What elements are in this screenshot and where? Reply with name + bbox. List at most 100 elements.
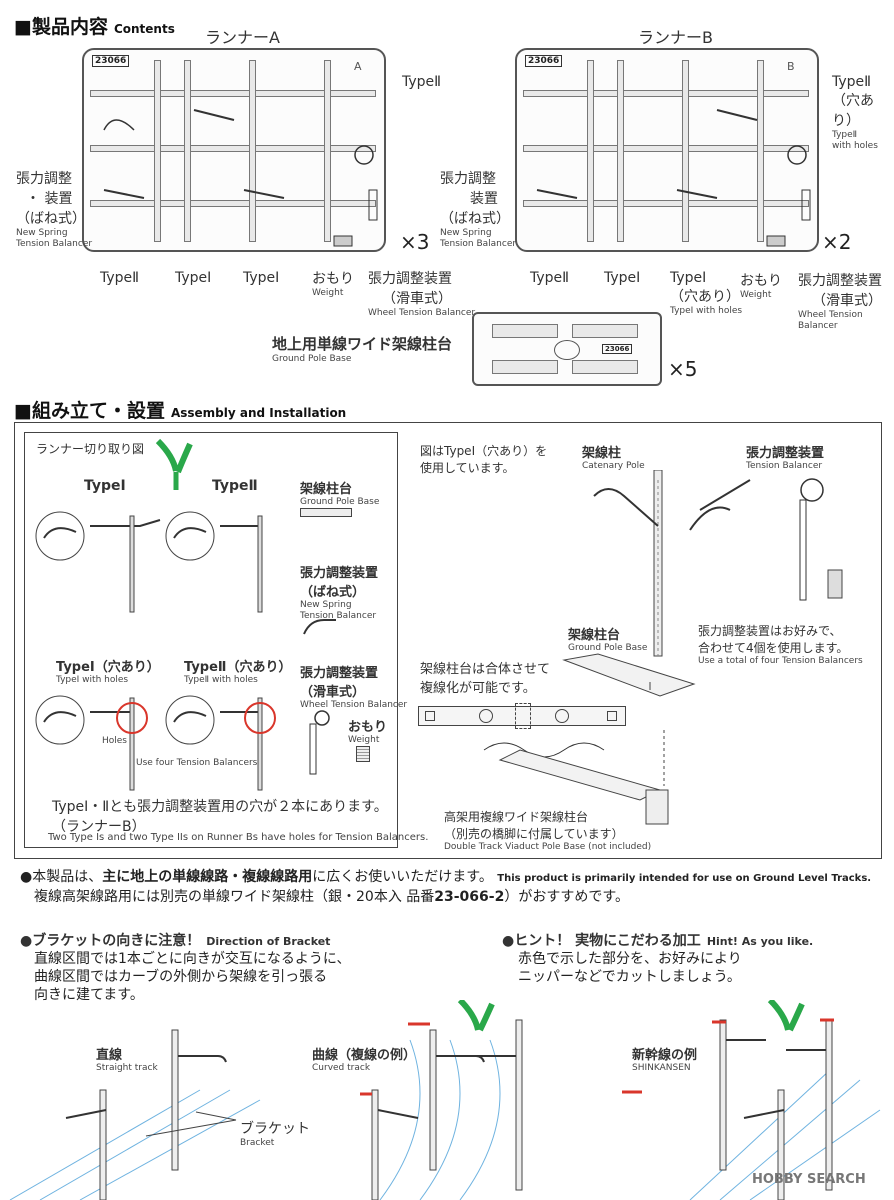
spring-balancer-label-a: 張力調整 ・ 装置 （ばね式） New Spring Tension Balan…: [16, 171, 93, 249]
sprue-bar: [90, 90, 376, 97]
base-part: [492, 324, 558, 338]
combine-note: 架線柱台は合体させて 複線化が可能です。: [420, 662, 551, 696]
wheel-balancer-label-b: 張力調整装置 （滑車式） Wheel Tension Balancer: [798, 273, 882, 331]
ground-pole-base-label: 架線柱台 Ground Pole Base: [568, 628, 648, 653]
type1-holes-label: TypeⅠ（穴あり） TypeⅠ with holes: [56, 660, 160, 685]
base-slot: [425, 711, 435, 721]
sprue-bar: [523, 200, 809, 207]
joint-marker: [515, 703, 531, 729]
assembly-box: [14, 422, 882, 859]
viaduct-base-label: 高架用複線ワイド架線柱台 （別売の橋脚に付属しています） Double Trac…: [444, 810, 652, 852]
viaduct-base-drawing: [483, 730, 669, 825]
wheel-balancer-label: 張力調整装置 （滑車式） Wheel Tension Balancer: [300, 666, 408, 710]
runner-b-letter: B: [787, 60, 795, 73]
pole-part: [184, 60, 191, 242]
figure-uses-note: 図はTypeⅠ（穴あり）を 使用しています。: [420, 444, 548, 475]
base-code: 23066: [602, 344, 633, 354]
hint-text: 赤色で示した部分を、お好みにより ニッパーなどでカットしましょう。: [518, 951, 742, 985]
type-parts-drawing: [35, 511, 263, 613]
type2-holes-label-b: TypeⅡ （穴あり） TypeⅡ with holes: [832, 74, 878, 151]
base-part: [572, 360, 638, 374]
runner-a-sprue: 23066 A: [82, 48, 386, 252]
weight-label-a: おもり Weight: [312, 271, 354, 298]
tension-balancer-label: 張力調整装置 Tension Balancer: [746, 446, 825, 471]
weight-label: おもり Weight: [348, 720, 388, 745]
runner-a-letter: A: [354, 60, 362, 73]
pole-base-part: [300, 508, 352, 517]
base-part: [492, 360, 558, 374]
base-hole: [479, 709, 493, 723]
sprue-bar: [523, 90, 809, 97]
base-quantity: ×5: [668, 357, 698, 381]
combined-base-strip: [418, 703, 626, 729]
sprue-bar: [523, 145, 809, 152]
holes-label: Holes: [102, 736, 128, 746]
runner-b-quantity: ×2: [822, 230, 852, 254]
pole-part: [757, 60, 764, 242]
catenary-pole-label: 架線柱 Catenary Pole: [582, 446, 645, 471]
runner-a-quantity: ×3: [400, 230, 430, 254]
type2-label: TypeⅡ: [100, 270, 140, 286]
spring-balancer-label-b: 張力調整 装置 （ばね式） New Spring Tension Balance…: [440, 171, 517, 249]
pole-part: [324, 60, 331, 242]
runner-a-label: ランナーA: [205, 28, 280, 47]
spring-balancer-label: 張力調整装置 （ばね式） New Spring Tension Balancer: [300, 566, 379, 621]
pole-part: [587, 60, 594, 242]
base-slot: [607, 711, 617, 721]
type2-label: TypeⅡ: [530, 270, 570, 286]
pole-part: [249, 60, 256, 242]
type1-label: TypeⅠ: [604, 270, 641, 286]
watermark: HOBBY SEARCH: [752, 1172, 866, 1187]
sprue-bar: [90, 200, 376, 207]
use-four-label: Use four Tension Balancers: [136, 758, 258, 768]
ground-pole-base-drawing: [562, 653, 696, 697]
cutting-diagram-box: [24, 432, 398, 848]
wheel-balancer-part: [309, 710, 330, 775]
nippers-icon: [155, 438, 193, 490]
base-hole: [555, 709, 569, 723]
pole-part: [682, 60, 689, 242]
runner-b-holes-note: TypeⅠ・Ⅱとも張力調整装置用の穴が２本にあります。 （ランナーB）: [52, 799, 388, 835]
pole-part: [154, 60, 161, 242]
shinkansen-label: 新幹線の例 SHINKANSEN: [632, 1048, 698, 1073]
runner-b-sprue: 23066 B: [515, 48, 819, 252]
type1-holes-label: TypeⅠ （穴あり） TypeⅠ with holes: [670, 270, 743, 316]
type1-label: TypeⅠ: [175, 270, 212, 286]
runner-b-parts: [536, 109, 811, 247]
base-part: [572, 324, 638, 338]
runner-b-code: 23066: [525, 55, 563, 67]
wheel-balancer-label-a: 張力調整装置 （滑車式） Wheel Tension Balancer: [368, 271, 476, 318]
cut-type2-label: TypeⅡ: [212, 478, 258, 494]
pole-base-label: 架線柱台 Ground Pole Base: [300, 482, 380, 507]
bracket-text: 直線区間では1本ごとに向きが交互になるように、 曲線区間ではカーブの外側から架線…: [34, 951, 351, 1003]
cutting-diagram-title: ランナー切り取り図: [36, 442, 145, 456]
sprue-gate: [554, 340, 580, 360]
runner-a-parts: [103, 109, 378, 247]
weight-label-b: おもり Weight: [740, 273, 782, 300]
type-holes-drawing: [35, 695, 263, 791]
hole-highlight: [116, 702, 148, 734]
ground-base-label: 地上用単線ワイド架線柱台 Ground Pole Base: [272, 335, 453, 364]
type2-holes-label: TypeⅡ（穴あり） TypeⅡ with holes: [184, 660, 292, 685]
curved-track-label: 曲線（複線の例） Curved track: [312, 1048, 417, 1073]
sprue-bar: [90, 145, 376, 152]
tension-note: 張力調整装置はお好みで、 合わせて4個を使用します。 Use a total o…: [698, 624, 863, 666]
runner-b-label: ランナーB: [638, 28, 713, 47]
bracket-heading: ●ブラケットの向きに注意！Direction of Bracket: [20, 933, 331, 949]
type2-label-a: TypeⅡ: [402, 74, 442, 90]
pole-part: [617, 60, 624, 242]
cut-type1-label: TypeⅠ: [84, 478, 126, 494]
runner-a-code: 23066: [92, 55, 130, 67]
usage-note: ●本製品は、主に地上の単線線路・複線線路用に広くお使いいただけます。 This …: [20, 869, 872, 905]
bracket-illustration: [9, 1000, 881, 1200]
hole-highlight: [244, 702, 276, 734]
type1-label: TypeⅠ: [243, 270, 280, 286]
bracket-label: ブラケット Bracket: [240, 1121, 310, 1148]
straight-track-label: 直線 Straight track: [96, 1048, 158, 1073]
spring-balancer-part: [303, 619, 336, 635]
ground-base-sprue: 23066: [472, 312, 662, 386]
weight-part: [356, 746, 370, 762]
